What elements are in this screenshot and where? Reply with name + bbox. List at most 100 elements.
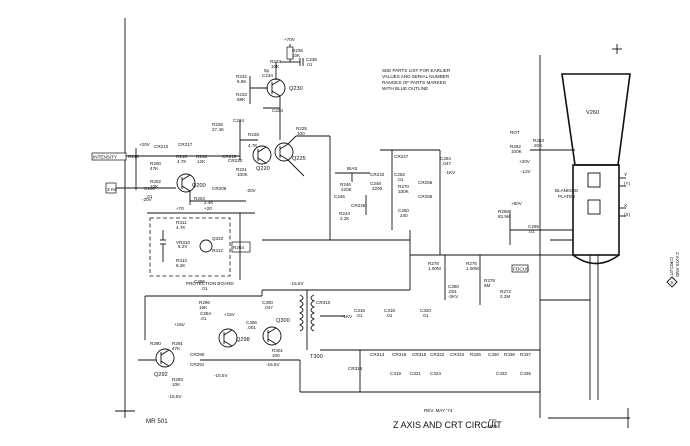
svg-text:ROT: ROT [510,130,520,135]
svg-text:R232: R232 [236,74,247,79]
svg-text:REV. MAY '74: REV. MAY '74 [424,408,453,413]
svg-text:CR314: CR314 [370,352,385,357]
svg-text:+70V: +70V [284,37,296,42]
svg-text:-15.5V: -15.5V [168,394,182,399]
svg-text:R210: R210 [128,154,139,159]
svg-text:R200: R200 [150,161,161,166]
svg-text:5: 5 [671,280,674,285]
svg-text:.001: .001 [448,289,457,294]
svg-text:4B75: 4B75 [487,424,498,429]
svg-text:C330: C330 [488,352,499,357]
svg-text:.01: .01 [356,313,363,318]
svg-text:47K: 47K [172,346,181,351]
svg-text:+20: +20 [204,206,212,211]
svg-text:.01: .01 [200,316,207,321]
svg-text:-15.5V: -15.5V [214,373,228,378]
svg-text:6.8K: 6.8K [237,79,247,84]
svg-text:.047: .047 [442,161,451,166]
svg-text:Z AXIS AND: Z AXIS AND [675,252,680,278]
svg-text:X: X [624,203,627,208]
svg-text:82.5K: 82.5K [498,214,511,219]
svg-text:C300: C300 [262,300,273,305]
svg-text:CIRCUIT: CIRCUIT [669,257,674,276]
svg-text:R311: R311 [176,220,187,225]
svg-text:C245: C245 [334,194,345,199]
svg-text:-1KV: -1KV [445,170,456,175]
svg-text:Q310: Q310 [212,236,224,241]
svg-text:BLANKING: BLANKING [555,188,579,193]
svg-text:C318: C318 [384,308,395,313]
svg-text:-12V: -12V [521,169,532,174]
svg-text:CR291: CR291 [190,362,205,367]
svg-text:47K: 47K [150,166,159,171]
svg-text:CR245: CR245 [351,203,366,208]
svg-text:WITH BLUE OUTLINE: WITH BLUE OUTLINE [382,86,428,91]
svg-text:1.00M: 1.00M [466,266,479,271]
svg-text:-1KV: -1KV [342,314,353,319]
svg-text:C265: C265 [528,224,539,229]
svg-text:R226: R226 [212,122,223,127]
svg-text:R278: R278 [484,278,495,283]
svg-text:R312: R312 [212,248,223,253]
focus-hv-section: R278 1.00M R276 1.00M FOCUS C280 .001 -3… [410,254,599,400]
svg-text:R233: R233 [236,92,247,97]
svg-text:R272: R272 [500,289,511,294]
hv-transformer: -15.5V T300 CR310 -1KV C315 .01 C318 .01… [262,281,540,393]
svg-text:R337: R337 [520,352,531,357]
svg-text:C320: C320 [420,308,431,313]
svg-text:.047: .047 [264,305,273,310]
svg-text:C324: C324 [430,371,441,376]
svg-text:Z IN: Z IN [107,187,116,192]
svg-text:R221: R221 [236,167,247,172]
svg-text:CR217: CR217 [178,142,193,147]
svg-text:R291: R291 [172,341,183,346]
svg-text:R301: R301 [272,348,283,353]
svg-text:VR310: VR310 [176,240,190,245]
svg-text:CR315: CR315 [348,366,363,371]
svg-text:R202: R202 [150,179,161,184]
crt-section: V260 BLANKING PLATES Y (Y) X (X) ROT R26… [498,73,631,265]
q200-stage: +20V INTENSITY R210 CR210 CR217 R216 4.7… [91,142,257,205]
svg-text:R216: R216 [176,154,187,159]
svg-text:R270: R270 [398,184,409,189]
svg-text:Q300: Q300 [276,318,290,324]
svg-text:CR316: CR316 [412,352,427,357]
protection-board: +70 +20 R311 4.7K VR310 8.2V R313 8.2K Q… [147,206,255,286]
svg-text:Q292: Q292 [154,372,168,378]
svg-text:100K: 100K [511,149,523,154]
svg-text:C296: C296 [194,279,205,284]
svg-text:C262: C262 [394,172,405,177]
svg-text:+20V: +20V [139,142,151,147]
parts-note: SEE PARTS LIST FOR EARLIER VALUES AND SE… [382,68,451,91]
svg-text:100: 100 [272,353,280,358]
svg-text:10K: 10K [172,382,181,387]
svg-text:Q220: Q220 [256,166,270,172]
svg-text:R336: R336 [504,352,515,357]
svg-text:MR 501: MR 501 [146,418,168,425]
svg-text:CR318: CR318 [392,352,407,357]
svg-text:R296: R296 [199,300,210,305]
svg-text:R246: R246 [340,182,351,187]
svg-text:CR290: CR290 [190,352,205,357]
svg-text:C319: C319 [390,371,401,376]
svg-text:330K: 330K [398,189,410,194]
svg-text:-20V: -20V [142,197,153,202]
svg-text:PLATES: PLATES [558,194,575,199]
svg-text:CR310: CR310 [316,300,331,305]
svg-text:CR230: CR230 [228,158,243,163]
svg-text:R266: R266 [498,209,509,214]
svg-text:8.2V: 8.2V [178,244,188,249]
svg-text:220K: 220K [341,187,353,192]
svg-text:100: 100 [297,131,305,136]
svg-text:27.4K: 27.4K [212,127,225,132]
bias-section: BIAS R246 220K C245 R244 2.2K CR245 CR24… [334,149,456,230]
svg-text:5p: 5p [264,68,270,73]
svg-text:(X): (X) [624,212,631,217]
svg-text:240: 240 [400,213,408,218]
svg-text:R293: R293 [172,377,183,382]
svg-text:R204: R204 [194,196,205,201]
svg-text:Q225: Q225 [292,156,306,162]
svg-text:Q298: Q298 [236,337,250,343]
page-frame [115,18,630,428]
